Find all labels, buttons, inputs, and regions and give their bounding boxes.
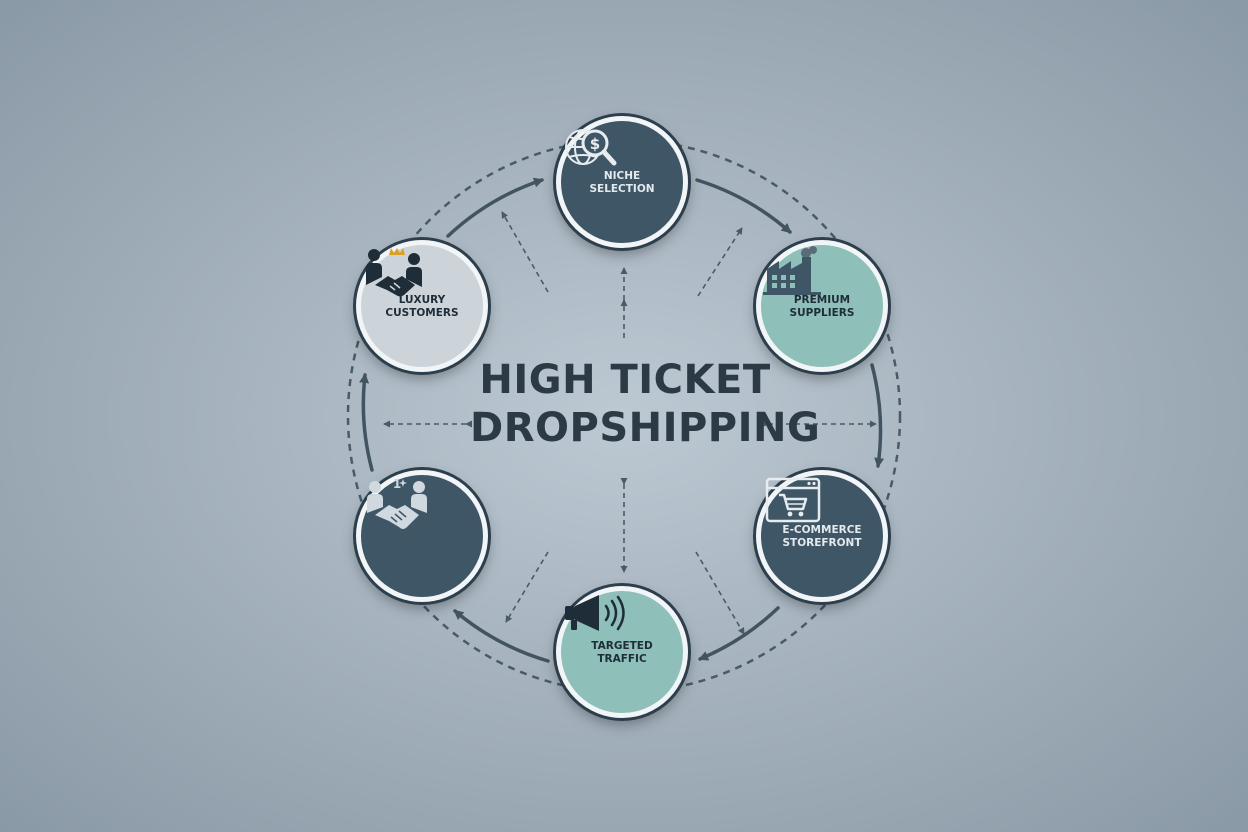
node-label: PREMIUM SUPPLIERS	[790, 294, 855, 320]
globe-dollar-magnifier-icon: $	[565, 129, 617, 166]
node-handshake: 1	[356, 470, 488, 602]
node-label: NICHE SELECTION	[589, 170, 654, 196]
node-niche-selection: $ NICHE SELECTION	[556, 116, 688, 248]
factory-icon	[763, 246, 821, 295]
handshake-people-icon: 1	[367, 477, 427, 529]
node-label-line-1: NICHE	[603, 170, 641, 182]
node-premium-suppliers: PREMIUM SUPPLIERS	[756, 240, 888, 372]
arrow-handshake-to-luxury	[359, 373, 374, 472]
megaphone-icon	[565, 595, 625, 631]
cycle-arrows	[359, 177, 885, 663]
node-label-line-1: E-COMMERCE	[782, 524, 862, 536]
connector-upper-right	[697, 227, 743, 297]
arrow-niche-to-suppliers	[695, 178, 792, 234]
node-targeted-traffic: TARGETED TRAFFIC	[556, 586, 688, 718]
arrow-traffic-to-handshake	[453, 609, 550, 663]
svg-text:1: 1	[393, 477, 401, 491]
node-ecommerce-storefront: E-COMMERCE STOREFRONT	[756, 470, 888, 602]
arrow-storefront-to-traffic	[698, 606, 780, 661]
node-label: E-COMMERCE STOREFRONT	[782, 524, 861, 550]
node-label-line-2: CUSTOMERS	[385, 307, 459, 319]
handshake-crown-icon	[366, 248, 422, 297]
title-line-2: DROPSHIPPING	[470, 405, 821, 451]
arrow-suppliers-to-storefront	[870, 363, 885, 468]
node-label-line-2: SELECTION	[589, 183, 655, 195]
node-label-line-1: PREMIUM	[793, 294, 851, 306]
radial-connectors	[383, 211, 877, 635]
connector-lower-right	[695, 551, 745, 635]
connector-lower-left	[505, 551, 549, 623]
title-line-1: HIGH TICKET	[479, 357, 771, 403]
node-label: LUXURY CUSTOMERS	[385, 294, 458, 320]
node-label-line-2: SUPPLIERS	[789, 307, 855, 319]
node-label-line-2: TRAFFIC	[597, 653, 647, 665]
node-luxury-customers: LUXURY CUSTOMERS	[356, 240, 488, 372]
arrow-luxury-to-niche	[446, 177, 544, 238]
node-label-line-1: LUXURY	[398, 294, 446, 306]
diagram-title: HIGH TICKET DROPSHIPPING	[470, 356, 821, 452]
node-label-line-1: TARGETED	[591, 640, 653, 652]
connector-upper-left	[501, 211, 549, 293]
svg-text:$: $	[590, 135, 600, 153]
browser-cart-icon	[765, 477, 821, 523]
node-label: TARGETED TRAFFIC	[591, 640, 652, 666]
node-label-line-2: STOREFRONT	[782, 537, 862, 549]
